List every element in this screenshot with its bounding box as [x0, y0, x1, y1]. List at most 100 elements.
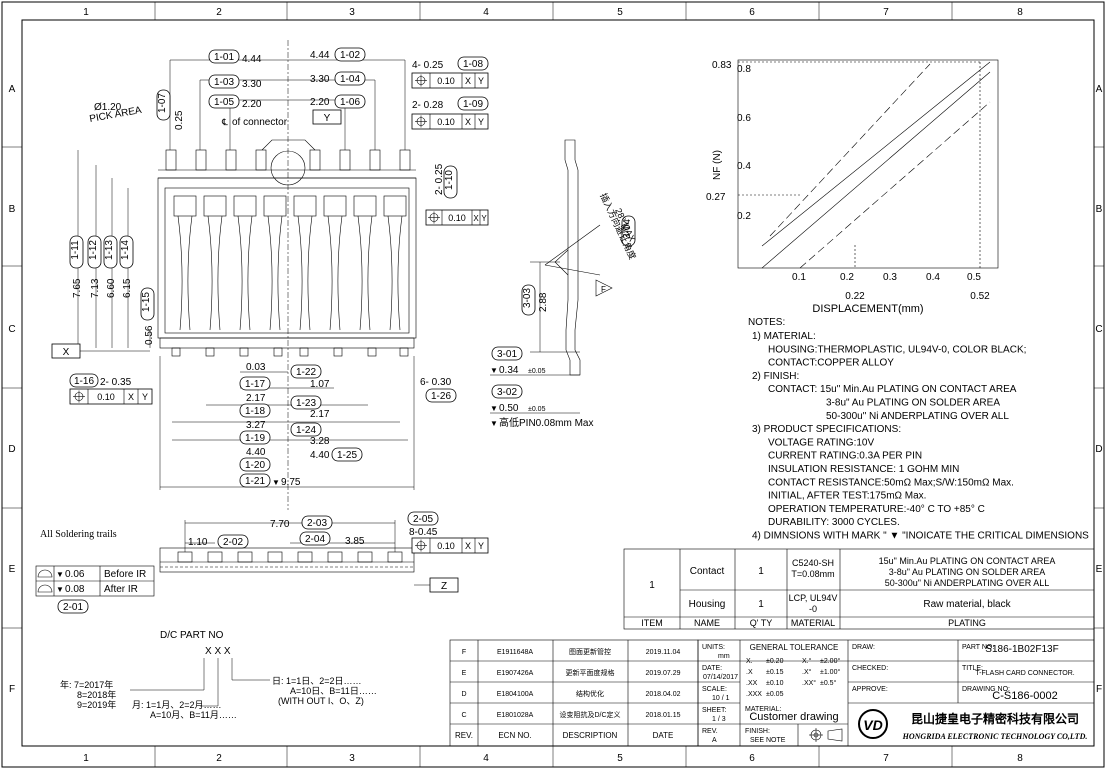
- dim-1-02: 4.44: [310, 50, 330, 61]
- bom-row1-plating-1: 15u" Min.Au PLATING ON CONTACT AREA: [879, 556, 1056, 566]
- tb-rev-label: REV.: [702, 728, 718, 735]
- tag-1-26: 1-26: [431, 391, 451, 402]
- rev-letter: F: [462, 649, 466, 656]
- rev-description: 结构优化: [576, 689, 604, 698]
- notes-line: CONTACT:COPPER ALLOY: [768, 358, 894, 369]
- tb-sheet-label: SHEET:: [702, 707, 727, 714]
- notes-line: CONTACT RESISTANCE:50mΩ Max;S/W:150mΩ Ma…: [768, 477, 1014, 488]
- rev-description: 更新平面度规格: [566, 668, 615, 677]
- dc-day-2: A=10日、B=11日……: [290, 686, 377, 696]
- dc-day-3: (WITH OUT I、O、Z): [278, 696, 364, 706]
- tag-2-02: 2-02: [223, 537, 243, 548]
- chart-xlabel: DISPLACEMENT(mm): [812, 303, 923, 315]
- balloon-1-17: [239, 376, 271, 391]
- side-view: 3-03 2.88 3-04 插入方向避让角度 28° MAX F 3-01 ▼…: [490, 139, 639, 429]
- rev-date: 2018.04.02: [645, 691, 680, 698]
- chart-lower-limit-line: [761, 71, 991, 269]
- dim-1-16: 2- 0.35: [100, 377, 132, 388]
- grid-row-E: E: [9, 564, 16, 575]
- fcf-bottom-left: 0.10 X Y: [69, 388, 153, 405]
- balloon-1-23: [290, 395, 322, 410]
- grid-col-5: 5: [617, 7, 623, 18]
- tag-1-01: 1-01: [214, 52, 234, 63]
- tb-checked-label: CHECKED:: [852, 665, 888, 672]
- tag-1-04: 1-04: [340, 74, 360, 85]
- balloon-1-24: [290, 422, 322, 437]
- datum-y-top-label: Y: [324, 113, 331, 124]
- tag-1-03: 1-03: [214, 77, 234, 88]
- tb-partno: S186-1B02F13F: [985, 644, 1058, 655]
- datum-y-top: Y: [312, 109, 342, 125]
- balloon-1-22: [290, 364, 322, 379]
- rev-header-rev: REV.: [455, 731, 473, 740]
- fcf-top-1-value: 0.10: [437, 76, 455, 86]
- profile-icon-1: [37, 569, 53, 578]
- notes-line: 3) PRODUCT SPECIFICATIONS:: [752, 424, 901, 435]
- balloon-1-08: [457, 56, 489, 71]
- tag-1-17: 1-17: [245, 379, 265, 390]
- grid-col-1-bottom: 1: [83, 753, 89, 764]
- x-tick-0.52: 0.52: [970, 291, 990, 302]
- flatness-before-value: 0.06: [65, 569, 85, 580]
- notes-line: 1) MATERIAL:: [752, 331, 816, 342]
- x-tick-0.2: 0.2: [840, 272, 854, 283]
- dim-8-045: 8-0.45: [409, 527, 438, 538]
- tolerance-cell: ±0.20: [766, 658, 784, 665]
- tag-1-08: 1-08: [463, 59, 483, 70]
- tag-2-01: 2-01: [63, 602, 83, 613]
- rev-date: 2018.01.15: [645, 712, 680, 719]
- coplanarity-note: 高低PIN0.08mm Max: [499, 416, 593, 429]
- tb-finish: SEE NOTE: [750, 737, 786, 744]
- tag-1-14: 1-14: [120, 240, 131, 260]
- fcf-bv-x: X: [465, 541, 471, 551]
- dim-1-23: 2.17: [310, 409, 330, 420]
- chart-upper-limit-line: [761, 61, 991, 247]
- fcf-top-2: 0.10 X Y: [411, 113, 489, 130]
- grid-row-D: D: [8, 444, 15, 455]
- balloon-3-01: [491, 346, 523, 361]
- tag-1-15: 1-15: [141, 292, 152, 312]
- rev-ecn: E1907426A: [497, 670, 534, 677]
- notes-line: CURRENT RATING:0.3A PER PIN: [768, 451, 922, 462]
- tag-3-04: 3-04: [622, 219, 633, 239]
- balloon-3-03: [521, 284, 536, 316]
- bom-header-qty: Q' TY: [750, 618, 773, 628]
- company-name-en: HONGRIDA ELECTRONIC TECHNOLOGY CO,LTD.: [902, 732, 1088, 741]
- dim-3-85: 3.85: [345, 536, 365, 547]
- company-name-cn: 昆山捷皇电子精密科技有限公司: [911, 711, 1079, 726]
- grid-row-A-right: A: [1096, 84, 1103, 95]
- crit-mark-1-21: ▼: [272, 478, 280, 487]
- tb-partno-label: PART NO:: [962, 644, 994, 651]
- balloon-2-05: [407, 511, 439, 526]
- grid-col-6-bottom: 6: [749, 753, 755, 764]
- datum-x-label: X: [63, 347, 70, 358]
- notes-heading: NOTES:: [748, 317, 785, 328]
- rev-letter: E: [462, 670, 467, 677]
- dim-1-10b: 1.10: [188, 537, 208, 548]
- dc-year-2: 8=2018年: [77, 689, 116, 700]
- balloon-1-20: [239, 457, 271, 472]
- balloon-1-03: [208, 74, 240, 89]
- tag-1-22: 1-22: [296, 367, 316, 378]
- balloon-1-21: [239, 473, 271, 488]
- logo-mark: VD: [863, 717, 882, 733]
- profile-icon-2: [37, 584, 53, 593]
- grid-row-F: F: [9, 684, 15, 695]
- dim-1-19: 3.27: [246, 420, 266, 431]
- bom-row1-mat-1: C5240-SH: [792, 558, 834, 568]
- balloon-2-01: [57, 599, 89, 614]
- fcf-bl-value: 0.10: [97, 392, 115, 402]
- x-tick-0.3: 0.3: [883, 272, 897, 283]
- pick-diameter: Ø1.20: [94, 102, 122, 113]
- bom-row1-name: Contact: [690, 566, 725, 577]
- grid-row-B-right: B: [1096, 204, 1103, 215]
- tag-3-03: 3-03: [522, 288, 533, 308]
- x-tick-0.4: 0.4: [926, 272, 940, 283]
- tag-2-05: 2-05: [413, 514, 433, 525]
- bom-row2-mat-2: -0: [809, 604, 817, 614]
- balloon-1-06: [334, 94, 366, 109]
- notes-line: HOUSING:THERMOPLASTIC, UL94V-0, COLOR BL…: [768, 344, 1026, 355]
- rev-header-ecn: ECN NO.: [498, 731, 531, 740]
- tolerance-cell: X.: [746, 658, 753, 665]
